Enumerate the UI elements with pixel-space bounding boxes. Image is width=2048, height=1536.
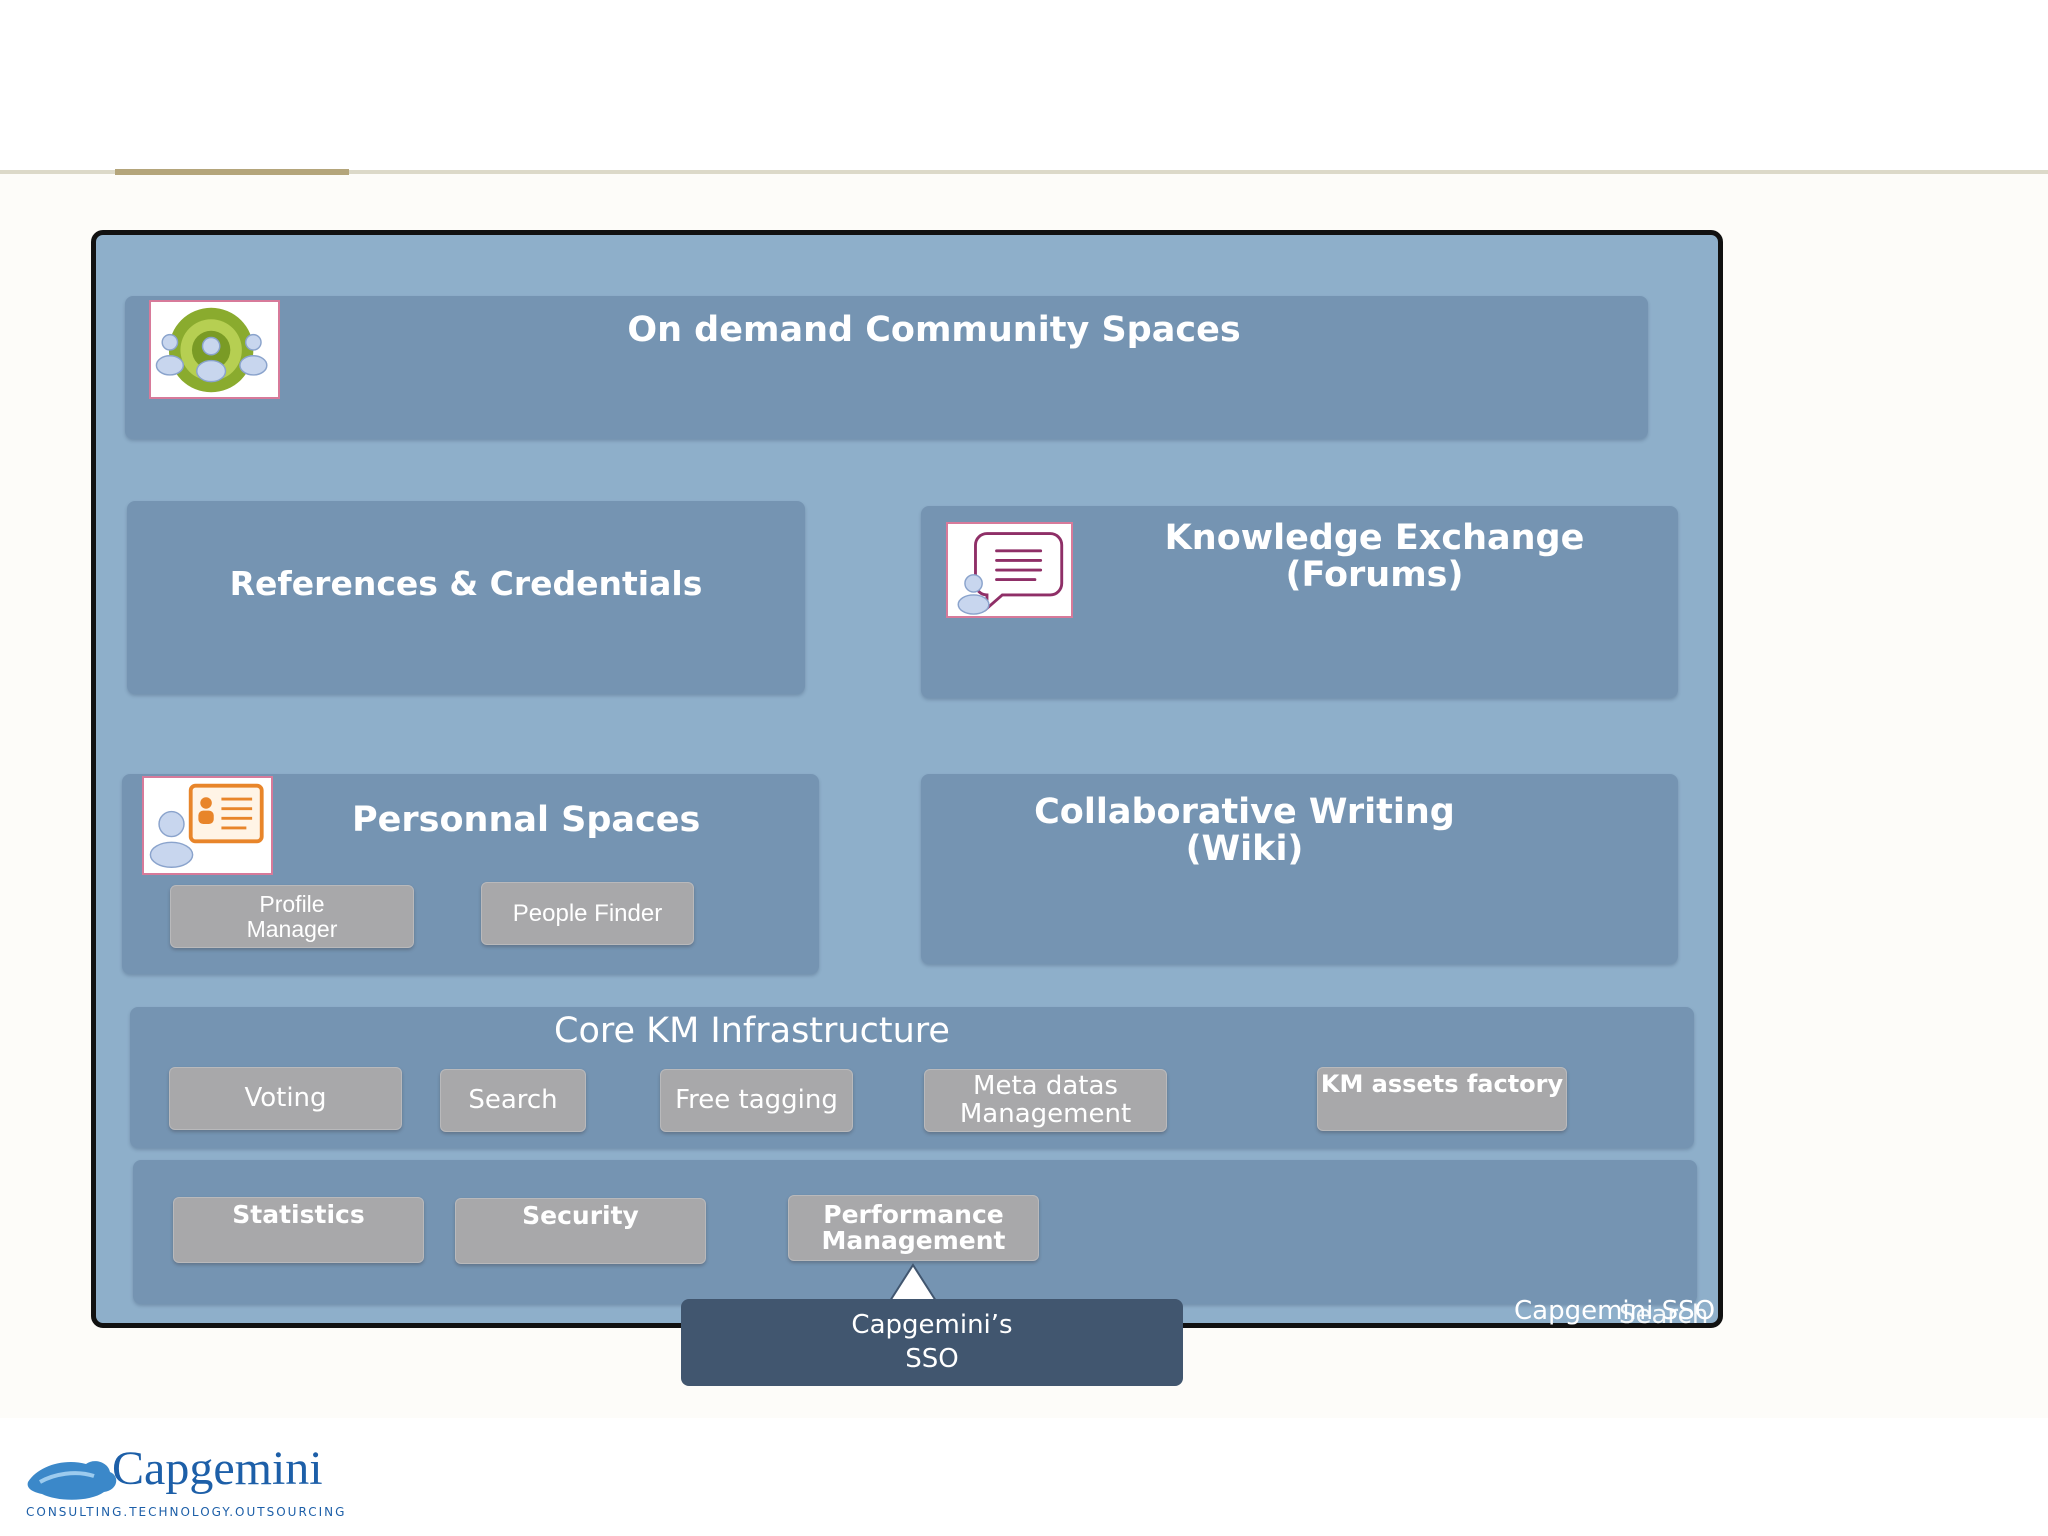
slide-footer bbox=[0, 1418, 2048, 1536]
community-people-icon bbox=[149, 300, 280, 399]
community-spaces-title: On demand Community Spaces bbox=[627, 310, 1241, 350]
profile-manager-line1: Profile bbox=[259, 891, 325, 918]
capgemini-sso-label: Capgemini SSO bbox=[1514, 1296, 1716, 1326]
collaborative-writing-panel: Collaborative Writing (Wiki) bbox=[921, 774, 1678, 964]
knowledge-exchange-title: Knowledge Exchange (Forums) bbox=[1071, 520, 1678, 594]
free-tagging-button[interactable]: Free tagging bbox=[660, 1069, 853, 1132]
capgemini-logo: Capgemini CONSULTING.TECHNOLOGY.OUTSOURC… bbox=[26, 1442, 346, 1519]
header-rule bbox=[0, 170, 2048, 174]
community-spaces-panel: On demand Community Spaces bbox=[125, 296, 1648, 439]
forum-speech-bubble-icon bbox=[946, 522, 1073, 618]
performance-management-button[interactable]: Performance Management bbox=[788, 1195, 1039, 1261]
voting-button[interactable]: Voting bbox=[169, 1067, 402, 1130]
meta-datas-line1: Meta datas bbox=[973, 1071, 1118, 1102]
profile-manager-button[interactable]: Profile Manager bbox=[170, 885, 414, 948]
performance-line1: Performance bbox=[823, 1199, 1004, 1229]
references-credentials-panel: References & Credentials bbox=[127, 501, 805, 694]
collaborative-writing-title: Collaborative Writing (Wiki) bbox=[921, 794, 1678, 868]
meta-datas-line2: Management bbox=[959, 1098, 1132, 1129]
collaborative-writing-title-line1: Collaborative Writing bbox=[1034, 792, 1455, 832]
meta-datas-management-button[interactable]: Meta datas Management bbox=[924, 1069, 1167, 1132]
km-architecture-frame: On demand Community Spaces References & … bbox=[91, 230, 1723, 1328]
references-credentials-title: References & Credentials bbox=[229, 564, 703, 603]
sso-line1: Capgemini’s bbox=[851, 1309, 1013, 1340]
knowledge-exchange-title-line2: (Forums) bbox=[1285, 554, 1464, 595]
slide-header-area bbox=[0, 0, 2048, 172]
performance-line2: Management bbox=[821, 1226, 1006, 1255]
sso-arrow-icon bbox=[888, 1263, 938, 1302]
svg-text:Capgemini: Capgemini bbox=[112, 1442, 323, 1495]
people-finder-button[interactable]: People Finder bbox=[481, 882, 694, 945]
sso-line2: SSO bbox=[905, 1343, 959, 1374]
personal-spaces-title: Personnal Spaces bbox=[352, 800, 701, 840]
search-ghost-label: Search bbox=[1619, 1300, 1709, 1330]
profile-manager-line2: Manager bbox=[246, 915, 338, 942]
knowledge-exchange-title-line1: Knowledge Exchange bbox=[1164, 518, 1585, 558]
km-assets-factory-button[interactable]: KM assets factory bbox=[1317, 1067, 1567, 1131]
svg-text:CONSULTING.TECHNOLOGY.OUTSOURC: CONSULTING.TECHNOLOGY.OUTSOURCING bbox=[26, 1505, 346, 1519]
profile-card-icon bbox=[142, 776, 273, 875]
core-km-title: Core KM Infrastructure bbox=[554, 1011, 950, 1051]
security-button[interactable]: Security bbox=[455, 1198, 706, 1264]
statistics-button[interactable]: Statistics bbox=[173, 1197, 424, 1263]
header-rule-accent bbox=[115, 169, 349, 175]
sso-box[interactable]: Capgemini’s SSO bbox=[681, 1299, 1183, 1386]
collaborative-writing-title-line2: (Wiki) bbox=[1185, 828, 1304, 869]
search-button[interactable]: Search bbox=[440, 1069, 586, 1132]
